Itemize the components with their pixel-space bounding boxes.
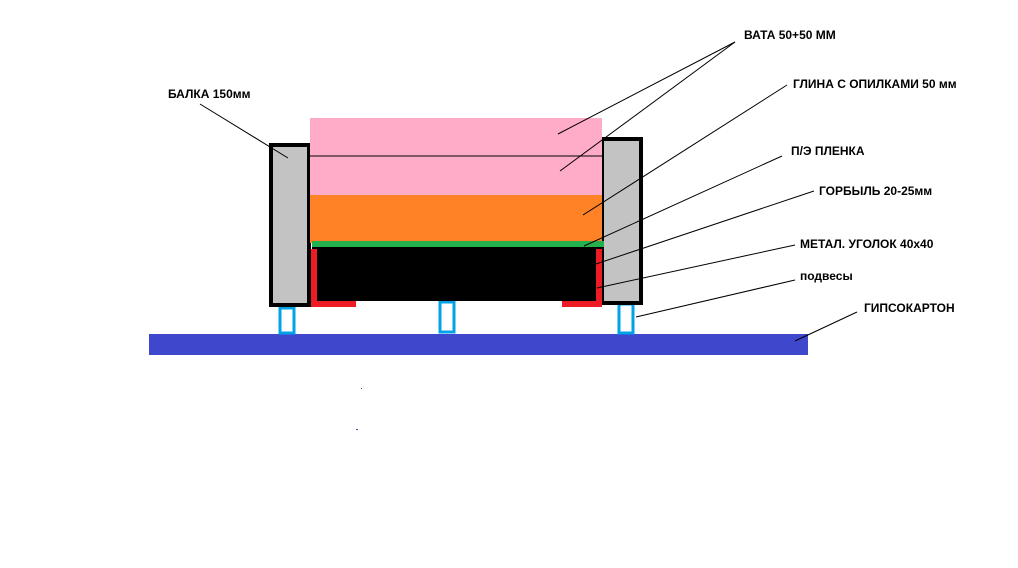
leader-vata-2 [559,41,736,172]
label-balka: БАЛКА 150мм [168,87,251,101]
label-glina: ГЛИНА С ОПИЛКАМИ 50 мм [793,77,957,91]
leader-ugolok [596,244,796,289]
leader-glina [582,84,788,216]
leader-gorbyl [574,190,815,272]
slab-board-layer [312,246,602,301]
metal-angle-right [562,249,602,307]
stray-speck-2 [356,429,358,430]
label-vata: ВАТА 50+50 ММ [744,28,836,42]
beam-right [600,137,643,305]
clay-sawdust-layer [310,195,602,243]
leader-podvesy [635,279,796,318]
leader-plenka [583,155,783,247]
drywall-layer [149,334,808,355]
leader-vata-1 [557,41,736,135]
label-ugolok: МЕТАЛ. УГОЛОК 40х40 [800,237,934,251]
stray-speck-1 [361,388,362,389]
pe-film-layer [312,241,604,247]
hanger-right [617,302,635,335]
beam-left [269,143,311,307]
label-podvesy: подвесы [800,269,853,283]
leader-balka [199,103,289,159]
hanger-middle [438,300,456,334]
hanger-left [278,306,296,335]
label-gorbyl: ГОРБЫЛЬ 20-25мм [819,184,932,198]
metal-angle-left [311,249,356,307]
label-gipsokarton: ГИПСОКАРТОН [864,301,955,315]
label-plenka: П/Э ПЛЕНКА [791,144,865,158]
leader-gipsokarton [794,311,858,342]
